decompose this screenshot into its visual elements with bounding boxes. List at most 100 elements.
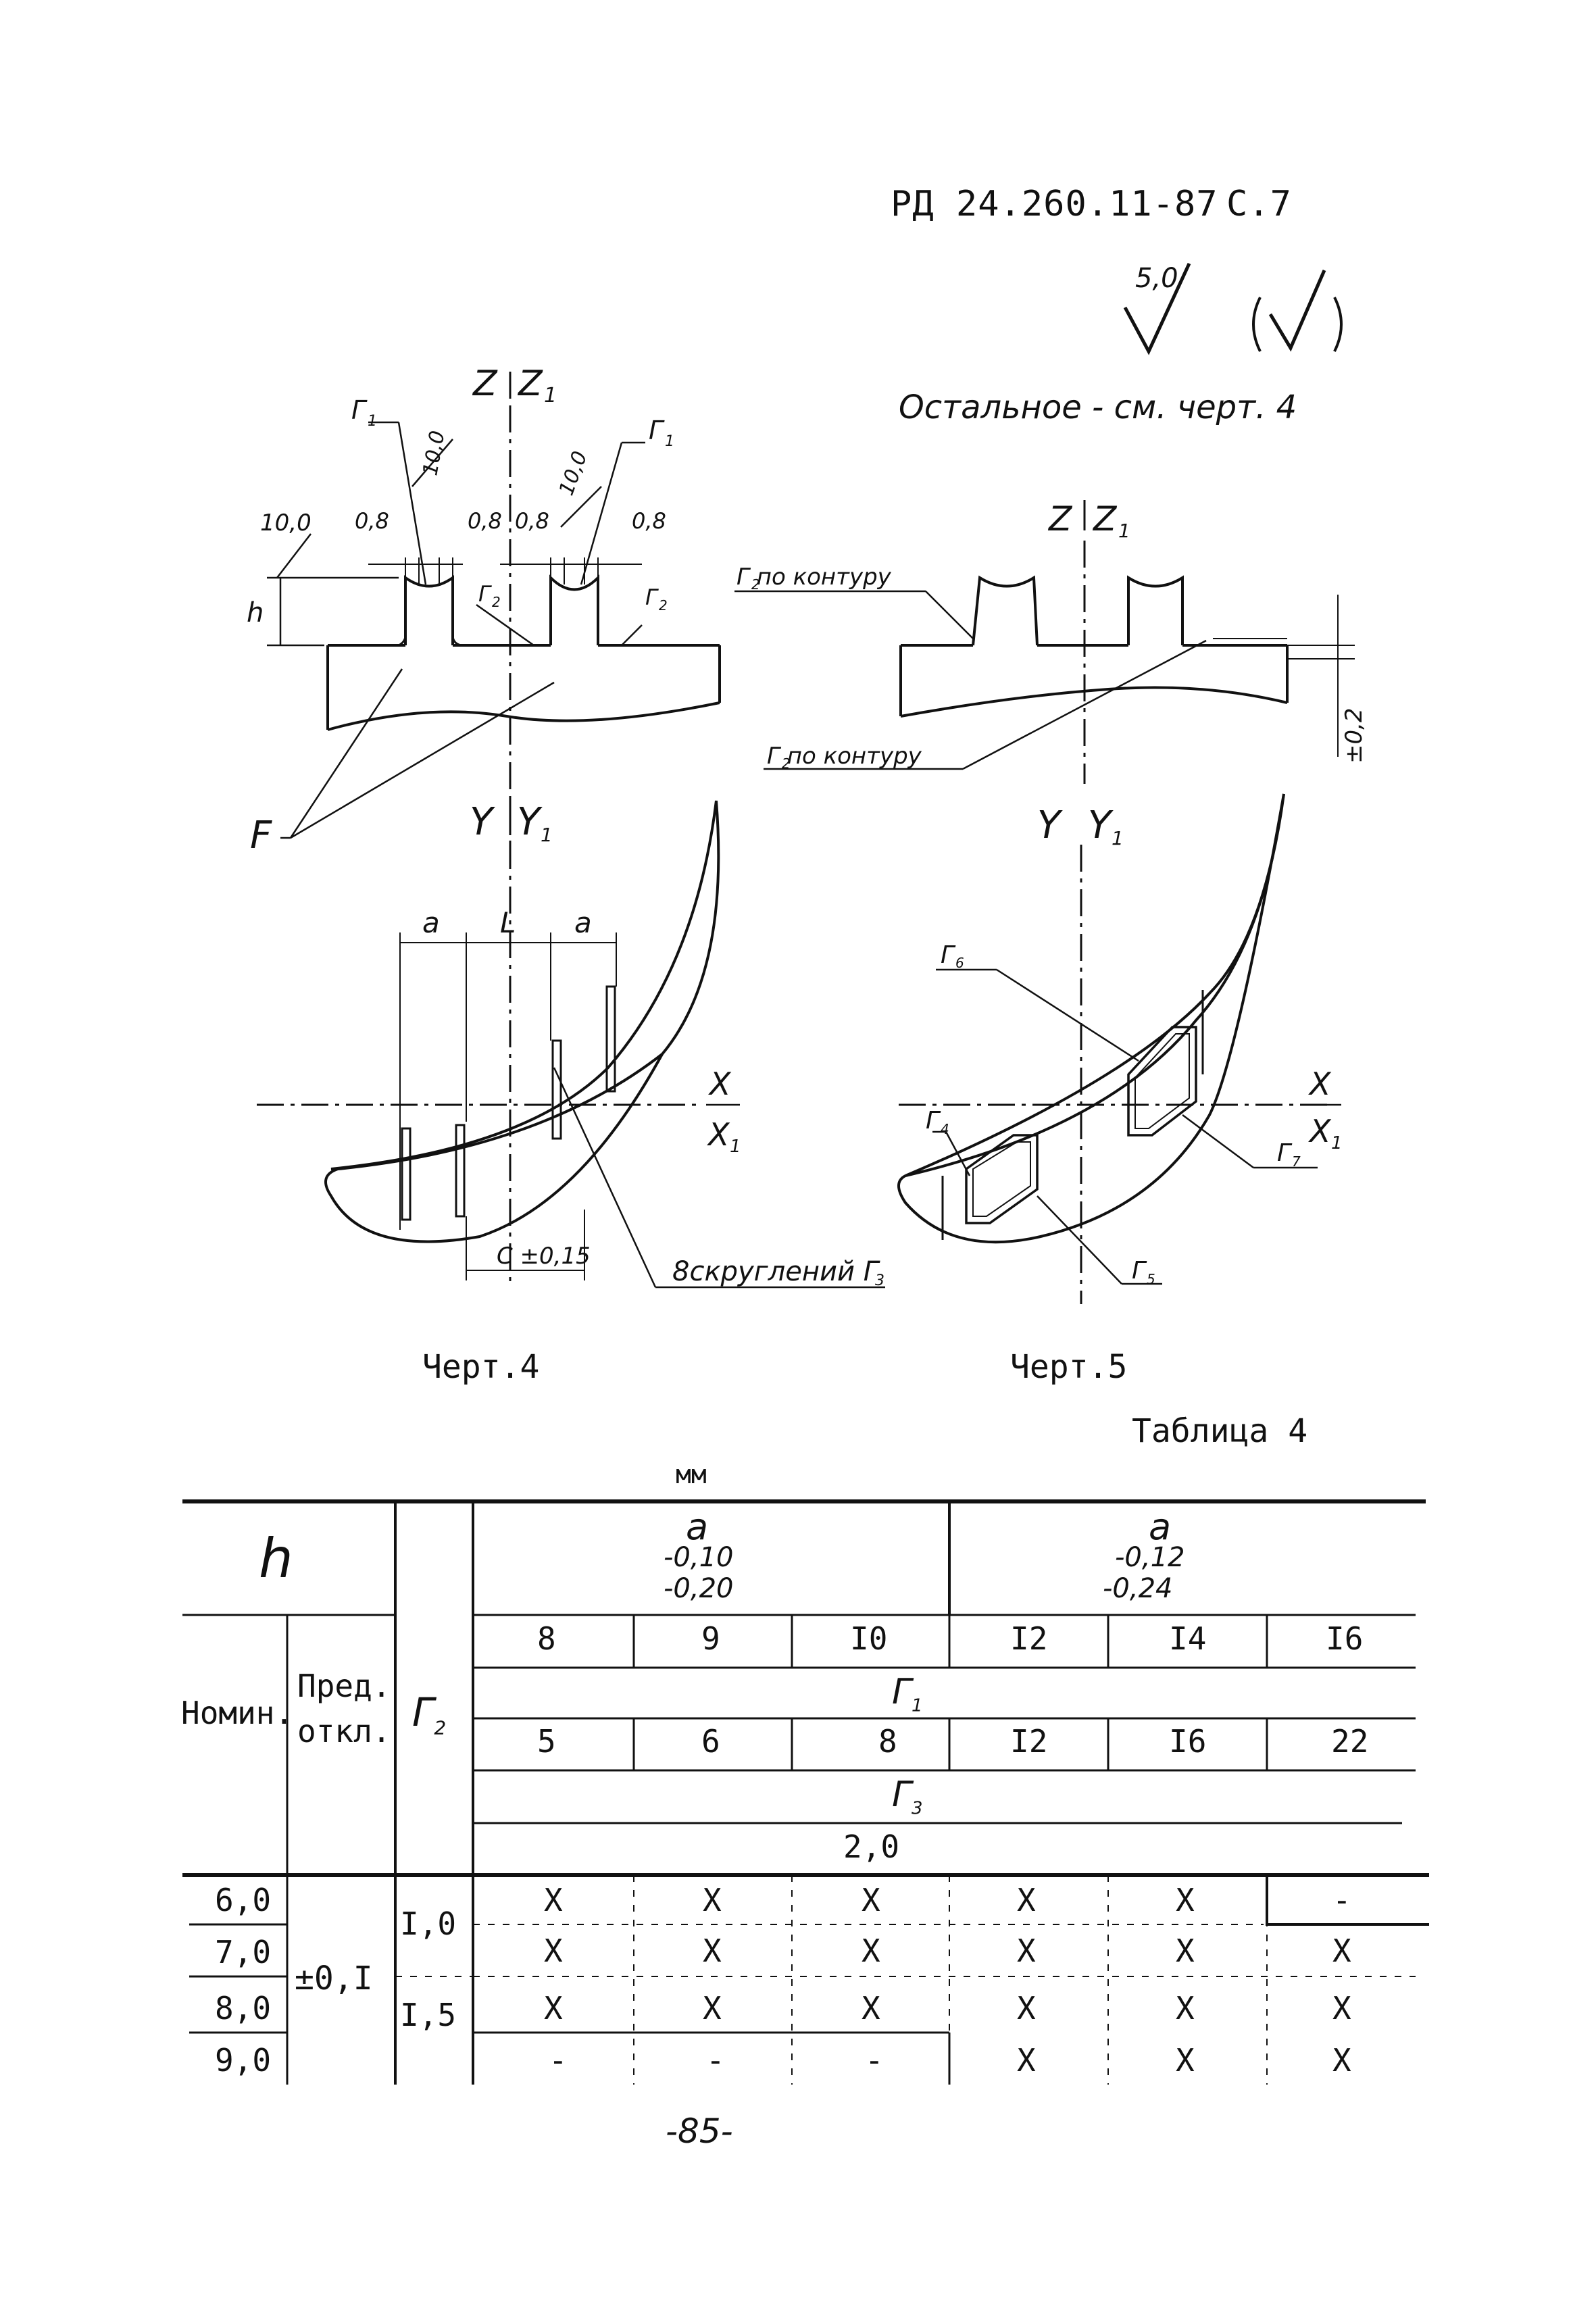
cell-r3-c2: X [703, 1990, 722, 2026]
svg-text:X: X [707, 1116, 730, 1153]
svg-text:1: 1 [730, 1137, 741, 1157]
svg-text:Г: Г [351, 395, 368, 425]
table-r3-head: Г3 [892, 1774, 923, 1819]
svg-text:Z: Z [517, 364, 543, 404]
page-label: С.7 [1226, 184, 1292, 224]
page-number: -85- [666, 2112, 733, 2151]
cell-r4-c6: X [1332, 2042, 1351, 2078]
cell-r1-c3: X [862, 1882, 880, 1918]
a-group1-upper: -0,10 [664, 1542, 734, 1573]
svg-text:1: 1 [1118, 520, 1130, 542]
close-paren-icon [1333, 297, 1343, 352]
svg-text:L: L [500, 906, 516, 939]
svg-text:0,8: 0,8 [515, 508, 549, 534]
svg-text:Г по контуру: Г по контуру [767, 743, 922, 770]
r1-value-3: 8 [878, 1723, 897, 1760]
table-r1-head: Г1 [892, 1672, 923, 1716]
r3-value: 2,0 [843, 1828, 900, 1865]
svg-text:Z: Z [1092, 499, 1118, 539]
roughness-check-small-icon [1268, 270, 1326, 352]
svg-text:2: 2 [492, 594, 501, 610]
svg-text:1: 1 [665, 433, 674, 450]
a-value-2: 9 [701, 1620, 720, 1657]
svg-text:3: 3 [875, 1272, 884, 1289]
table-r2-head: Г2 [412, 1689, 447, 1739]
cell-r1-c4: X [1017, 1882, 1036, 1918]
svg-text:a: a [422, 906, 440, 939]
svg-text:6: 6 [955, 955, 964, 971]
svg-text:4: 4 [941, 1121, 949, 1137]
row-4-h: 9,0 [215, 2042, 272, 2078]
cell-r3-c6: X [1332, 1990, 1351, 2026]
svg-text:Г: Г [478, 581, 492, 607]
row-2-h: 7,0 [215, 1934, 272, 1970]
svg-text:Г: Г [649, 416, 665, 445]
drawing-4-caption: Черт.4 [422, 1348, 540, 1386]
svg-text:1: 1 [1331, 1133, 1343, 1153]
svg-text:7: 7 [1292, 1153, 1301, 1170]
open-paren-icon [1252, 297, 1262, 352]
cell-r4-c4: X [1017, 2042, 1036, 2078]
cell-r2-c2: X [703, 1933, 722, 1969]
svg-text:10,0: 10,0 [260, 509, 311, 537]
svg-text:Y: Y [1037, 803, 1063, 847]
svg-text:h: h [247, 597, 264, 628]
cell-r3-c3: X [862, 1990, 880, 2026]
r1-value-2: 6 [701, 1723, 720, 1760]
svg-text:X: X [1308, 1066, 1332, 1102]
cell-r4-c5: X [1176, 2042, 1195, 2078]
svg-text:±0,2: ±0,2 [1341, 707, 1368, 764]
svg-text:Г: Г [941, 941, 956, 969]
svg-text:Z: Z [472, 364, 498, 404]
svg-text:Y: Y [1088, 803, 1114, 847]
a-group1-symbol: a [686, 1505, 709, 1548]
drawing-5-blade: Y Y 1 X X 1 Г 6 Г 7 Г 4 Г 5 [897, 793, 1343, 1304]
svg-text:0,8: 0,8 [468, 508, 502, 534]
r2-value-2: I,5 [400, 1997, 457, 2033]
r2-value-1: I,0 [400, 1906, 457, 1942]
svg-text:2: 2 [659, 597, 668, 614]
svg-text:0,8: 0,8 [355, 508, 389, 534]
roughness-note: Остальное - см. черт. 4 [899, 389, 1297, 426]
cell-r4-c1: - [549, 2042, 568, 2078]
cell-r1-c5: X [1176, 1882, 1195, 1918]
cell-r3-c5: X [1176, 1990, 1195, 2026]
table-nomin-label: Номин. [181, 1695, 294, 1731]
svg-text:X: X [708, 1066, 732, 1102]
cell-r4-c3: - [865, 2042, 884, 2078]
a-value-6: I6 [1326, 1620, 1364, 1657]
table-title: Таблица 4 [1132, 1412, 1308, 1450]
svg-text:1: 1 [541, 824, 553, 846]
drawing-4-blade: Y Y 1 X X 1 a L a C ±0,15 8скруглений Г … [257, 797, 885, 1289]
cell-r2-c4: X [1017, 1933, 1036, 1969]
svg-text:1: 1 [1112, 827, 1124, 849]
svg-text:Г: Г [926, 1107, 941, 1135]
svg-text:5: 5 [1147, 1271, 1155, 1287]
row-3-h: 8,0 [215, 1990, 272, 2026]
a-group1-lower: -0,20 [664, 1573, 734, 1604]
cell-r1-c2: X [703, 1882, 722, 1918]
drawing-5-profile: Z Z 1 ±0,2 Г по контуру 2 Г по контуру 2 [734, 499, 1368, 784]
row-1-h: 6,0 [215, 1882, 272, 1918]
svg-text:2: 2 [751, 576, 760, 593]
table-unit: мм [676, 1460, 707, 1489]
roughness-symbols: 5,0 [1123, 262, 1343, 355]
a-value-1: 8 [537, 1620, 556, 1657]
svg-text:Z: Z [1047, 499, 1073, 539]
svg-text:Г: Г [1132, 1257, 1147, 1285]
svg-text:Г: Г [1277, 1139, 1293, 1167]
roughness-check-icon [1123, 262, 1191, 355]
r1-value-5: I6 [1169, 1723, 1207, 1760]
a-value-4: I2 [1010, 1620, 1048, 1657]
svg-text:Г по контуру: Г по контуру [737, 564, 892, 591]
svg-text:Y: Y [470, 800, 495, 844]
r1-value-1: 5 [537, 1723, 556, 1760]
svg-text:0,8: 0,8 [632, 508, 666, 534]
cell-r1-c6: - [1332, 1882, 1351, 1918]
drawing-4-profile: Z Z 1 h 10,0 0,8 0,8 0,8 0,8 Г 1 10,0 Г … [247, 364, 721, 865]
r1-value-4: I2 [1010, 1723, 1048, 1760]
cell-r2-c6: X [1332, 1933, 1351, 1969]
a-group2-lower: -0,24 [1103, 1573, 1173, 1604]
svg-text:8скруглений Г: 8скруглений Г [672, 1256, 880, 1287]
